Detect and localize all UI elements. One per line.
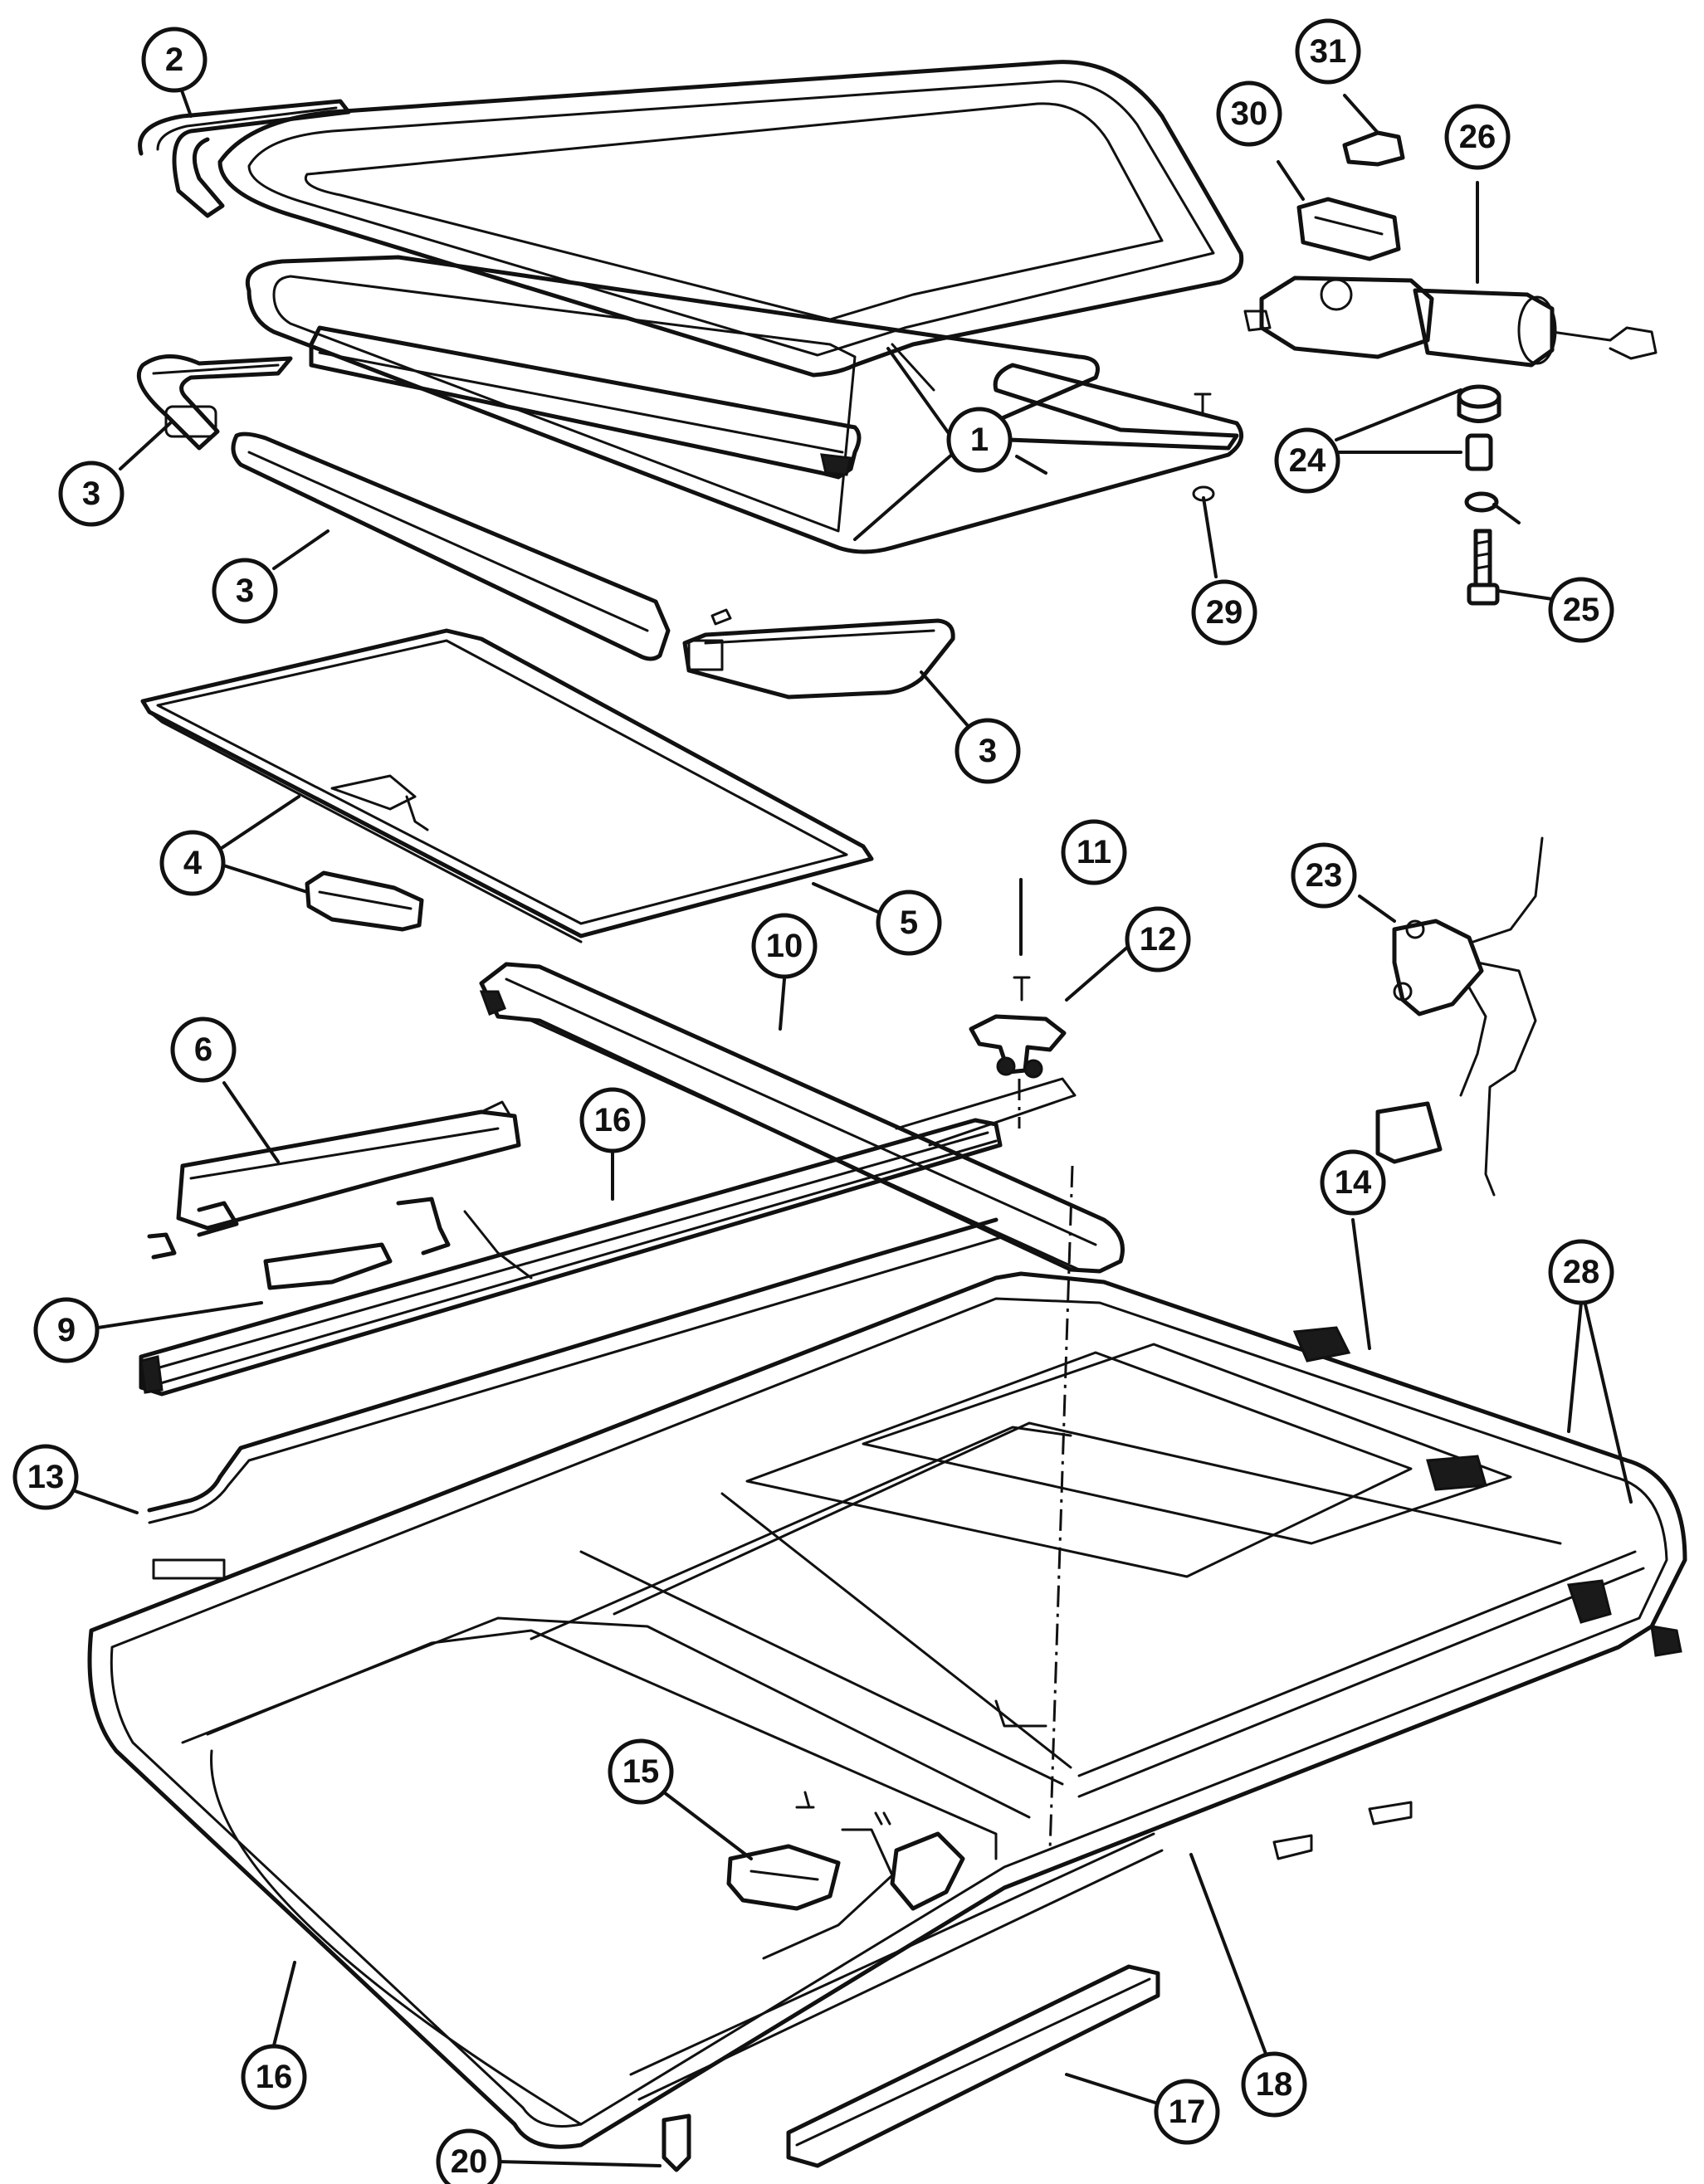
part-15-latch (726, 1791, 965, 1960)
callout-label: 16 (256, 2059, 293, 2095)
callout-25: 25 (1548, 577, 1614, 643)
callout-label: 3 (236, 573, 254, 609)
callout-label: 3 (82, 475, 100, 512)
callout-label: 31 (1310, 33, 1347, 70)
main-housing-frame (87, 1271, 1687, 2149)
part-6-guide-rail (147, 1100, 521, 1260)
callout-6: 6 (170, 1016, 237, 1083)
callout-label: 24 (1289, 442, 1326, 479)
part-11-screw (1013, 976, 1031, 1002)
callout-label: 11 (1077, 834, 1111, 870)
callout-24: 24 (1274, 427, 1340, 494)
part-24-coupler (1457, 384, 1501, 471)
callout-3-right: 3 (955, 718, 1021, 784)
callout-label: 20 (451, 2143, 488, 2180)
callout-11: 11 (1061, 819, 1127, 885)
part-4-sunshade (140, 628, 874, 943)
callout-30: 30 (1216, 80, 1282, 147)
callout-label: 16 (594, 1102, 632, 1138)
part-10-cross-member (479, 962, 1125, 1274)
callout-label: 12 (1140, 921, 1177, 958)
part-1-frame-seal (246, 255, 1244, 554)
part-9-link-mechanism (263, 1197, 533, 1290)
callout-12: 12 (1125, 906, 1191, 973)
callout-3-left: 3 (58, 461, 125, 527)
callout-4: 4 (159, 830, 226, 896)
callout-9: 9 (33, 1297, 100, 1363)
callout-16-upper: 16 (579, 1087, 646, 1153)
callout-16-lower: 16 (241, 2044, 307, 2110)
callout-15: 15 (608, 1738, 674, 1805)
callout-label: 3 (979, 733, 997, 769)
part-17-trim-strip (786, 1964, 1160, 2168)
callout-label: 26 (1459, 119, 1496, 155)
callout-1: 1 (946, 407, 1013, 473)
callout-31: 31 (1295, 18, 1361, 85)
part-20-drain-tube (662, 2113, 691, 2172)
part-3-left-corner (137, 354, 293, 451)
callout-23: 23 (1291, 842, 1357, 909)
part-23-switch (1375, 836, 1544, 1197)
part-12-bracket (969, 1014, 1067, 1079)
callout-18: 18 (1241, 2051, 1307, 2118)
part-3-seal-strip (231, 431, 671, 661)
callout-17: 17 (1154, 2079, 1220, 2145)
callout-label: 30 (1231, 95, 1268, 132)
callout-29: 29 (1191, 579, 1257, 646)
callout-20: 20 (436, 2128, 502, 2184)
callout-label: 18 (1256, 2066, 1293, 2103)
callout-label: 14 (1335, 1164, 1372, 1201)
part-25-bolt-washer (1464, 491, 1500, 606)
callout-label: 29 (1206, 594, 1243, 631)
part-1-deflector-bar (309, 325, 862, 480)
part-30-gear-housing (1296, 197, 1401, 261)
callout-26: 26 (1444, 104, 1511, 170)
part-16-side-rail-upper (139, 1077, 1077, 1397)
part-13-cable (147, 1217, 1006, 1580)
callout-label: 9 (57, 1312, 76, 1348)
callout-label: 6 (194, 1031, 212, 1068)
callout-5: 5 (876, 890, 942, 956)
callout-label: 1 (970, 422, 989, 458)
callout-label: 4 (183, 845, 203, 881)
callout-label: 28 (1563, 1254, 1600, 1290)
callout-13: 13 (12, 1444, 79, 1510)
callout-14: 14 (1320, 1149, 1386, 1216)
callout-label: 23 (1306, 857, 1343, 894)
part-26-motor (1243, 275, 1658, 368)
leader-lines (69, 80, 1633, 2167)
part-4-handle (305, 870, 424, 932)
callout-2: 2 (141, 27, 208, 93)
part-2-corner-seal (138, 99, 351, 218)
callout-label: 5 (900, 904, 918, 941)
part-1-glass-panel (217, 60, 1244, 392)
callout-label: 15 (623, 1753, 660, 1790)
callout-label: 25 (1563, 592, 1600, 628)
callout-label: 2 (165, 41, 183, 78)
callout-label: 10 (766, 928, 803, 964)
callout-28: 28 (1548, 1239, 1614, 1305)
callout-label: 17 (1169, 2094, 1206, 2130)
part-3-right-corner (682, 608, 955, 700)
callout-label: 13 (27, 1459, 65, 1495)
callout-10: 10 (751, 913, 818, 979)
callout-3-strip: 3 (212, 558, 278, 624)
part-31-clip (1342, 130, 1405, 167)
